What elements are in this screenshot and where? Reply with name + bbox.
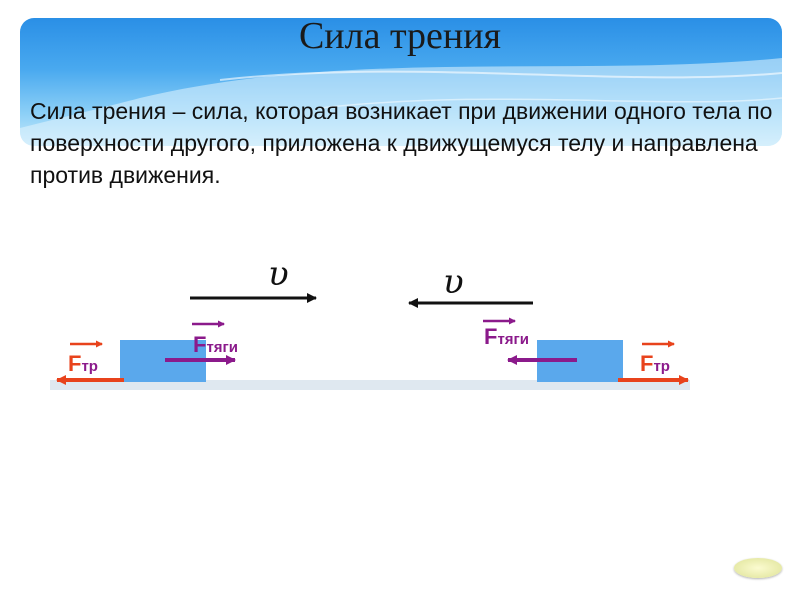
left-friction-subscript: тр (81, 358, 98, 375)
left-velocity-label: υ (268, 254, 289, 294)
left-traction-label: Fтяги (193, 332, 238, 357)
surface-line (50, 380, 690, 390)
friction-definition: Сила трения – сила, которая возникает пр… (30, 98, 773, 189)
right-friction-label: Fтр (640, 351, 670, 376)
right-traction-label: Fтяги (484, 324, 529, 349)
right-traction-symbol: F (484, 324, 497, 349)
next-slide-button[interactable] (734, 558, 782, 578)
right-traction-subscript: тяги (497, 331, 529, 348)
banner-swoosh-decoration (20, 58, 782, 146)
left-traction-subscript: тяги (206, 339, 238, 356)
right-friction-symbol: F (640, 351, 653, 376)
right-friction-subscript: тр (653, 358, 670, 375)
slide-title: Сила трения (298, 15, 502, 57)
left-traction-symbol: F (193, 332, 206, 357)
right-velocity-label: υ (443, 262, 464, 302)
left-friction-label: Fтр (68, 351, 98, 376)
left-friction-symbol: F (68, 351, 81, 376)
title-banner (20, 18, 782, 146)
